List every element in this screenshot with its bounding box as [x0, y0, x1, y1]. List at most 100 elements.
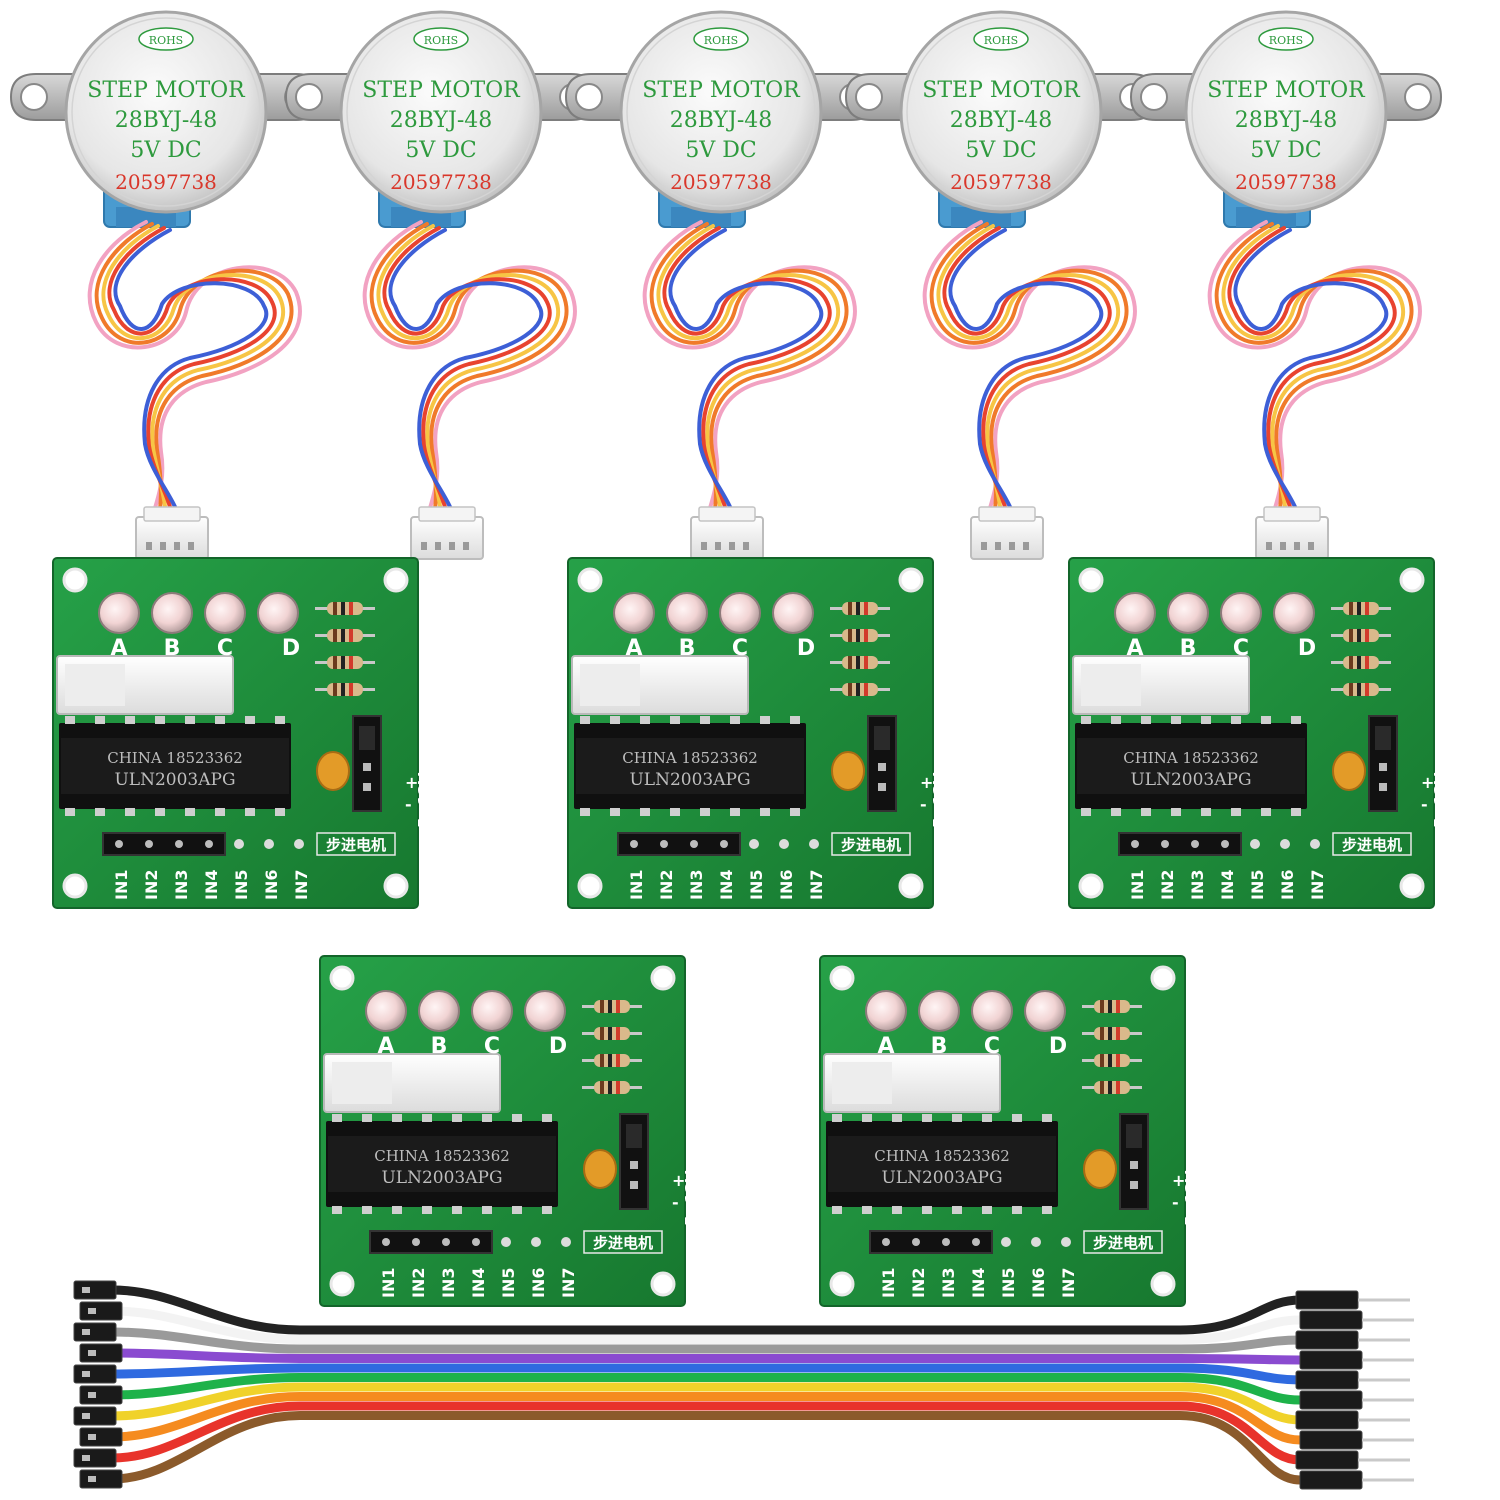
ribbon-wire [107, 1392, 1305, 1445]
male-connector [1295, 1330, 1410, 1350]
led-label-d: D [549, 1034, 567, 1059]
male-connector [1299, 1390, 1414, 1410]
stepper-motor-4: ROHS STEP MOTOR 28BYJ-48 5V DC 20597738 [844, 10, 1158, 561]
voltage-label: 5--12V [682, 1170, 700, 1226]
driver-board-1: A B C D CHINA 18523362 ULN2003APG + - 5-… [51, 556, 433, 910]
voltage-label: 5--12V [1182, 1170, 1200, 1226]
female-connector [79, 1385, 123, 1405]
male-connector [1299, 1470, 1414, 1490]
minus-label: - [405, 795, 412, 814]
motor-serial: 20597738 [670, 170, 772, 194]
board-cn-label: 步进电机 [326, 836, 386, 854]
input-label-in3: IN3 [1188, 870, 1207, 900]
plus-label: + [920, 773, 933, 792]
chip-marking-line2: ULN2003APG [381, 1168, 502, 1188]
jumper-ribbon-cable [73, 1280, 1414, 1490]
input-label-in4: IN4 [469, 1268, 488, 1298]
motor-label-line3: 5V DC [1250, 138, 1321, 163]
input-label-in2: IN2 [909, 1268, 928, 1298]
ribbon-wire [107, 1401, 1305, 1465]
input-label-in1: IN1 [112, 870, 131, 900]
input-label-in1: IN1 [879, 1268, 898, 1298]
led-label-a: A [110, 636, 127, 661]
led-label-b: B [431, 1034, 448, 1059]
input-label-in2: IN2 [657, 870, 676, 900]
plus-label: + [405, 773, 418, 792]
chip-marking-line1: CHINA 18523362 [1123, 749, 1259, 767]
voltage-label: 5--12V [930, 772, 948, 828]
input-label-in3: IN3 [687, 870, 706, 900]
board-cn-label: 步进电机 [1342, 836, 1402, 854]
minus-label: - [672, 1193, 679, 1212]
motor-label-line2: 28BYJ-48 [115, 108, 218, 133]
input-label-in5: IN5 [999, 1268, 1018, 1298]
motor-label-line3: 5V DC [685, 138, 756, 163]
input-label-in2: IN2 [409, 1268, 428, 1298]
led-label-c: C [1233, 636, 1249, 661]
input-label-in5: IN5 [747, 870, 766, 900]
driver-board-2: A B C D CHINA 18523362 ULN2003APG + - 5-… [566, 556, 948, 910]
input-label-in6: IN6 [1278, 870, 1297, 900]
ribbon-wire [107, 1411, 1305, 1485]
led-label-b: B [1180, 636, 1197, 661]
ribbon-female-connectors [73, 1280, 123, 1489]
stepper-motor-3: ROHS STEP MOTOR 28BYJ-48 5V DC 20597738 [564, 10, 878, 561]
ribbon-wire [107, 1327, 1305, 1354]
chip-marking-line1: CHINA 18523362 [622, 749, 758, 767]
chip-marking-line2: ULN2003APG [629, 770, 750, 790]
chip-marking-line2: ULN2003APG [1130, 770, 1251, 790]
input-label-in4: IN4 [1218, 870, 1237, 900]
input-label-in6: IN6 [1029, 1268, 1048, 1298]
chip-marking-line1: CHINA 18523362 [374, 1147, 510, 1165]
motor-serial: 20597738 [390, 170, 492, 194]
ribbon-wire [107, 1348, 1305, 1365]
motor-serial: 20597738 [115, 170, 217, 194]
chip-marking-line1: CHINA 18523362 [874, 1147, 1010, 1165]
minus-label: - [1421, 795, 1428, 814]
male-connector [1295, 1370, 1410, 1390]
ribbon-wire [107, 1382, 1305, 1425]
input-label-in3: IN3 [172, 870, 191, 900]
led-label-d: D [282, 636, 300, 661]
male-connector [1295, 1290, 1410, 1310]
ribbon-wire [107, 1363, 1305, 1385]
board-cn-label: 步进电机 [593, 1234, 653, 1252]
stepper-motor-2: ROHS STEP MOTOR 28BYJ-48 5V DC 20597738 [284, 10, 598, 561]
ribbon-wire [107, 1285, 1305, 1335]
rohs-badge: ROHS [984, 34, 1018, 47]
female-connector [79, 1343, 123, 1363]
rohs-badge: ROHS [424, 34, 458, 47]
input-label-in4: IN4 [717, 870, 736, 900]
motor-label-line3: 5V DC [965, 138, 1036, 163]
motor-label-line2: 28BYJ-48 [1235, 108, 1338, 133]
motor-label-line2: 28BYJ-48 [950, 108, 1053, 133]
plus-label: + [672, 1171, 685, 1190]
motor-label-line1: STEP MOTOR [87, 78, 246, 103]
motor-label-line3: 5V DC [405, 138, 476, 163]
led-label-c: C [484, 1034, 500, 1059]
motor-label-line1: STEP MOTOR [362, 78, 521, 103]
female-connector [73, 1406, 117, 1426]
female-connector [79, 1427, 123, 1447]
female-connector [73, 1322, 117, 1342]
driver-board-5: A B C D CHINA 18523362 ULN2003APG + - 5-… [818, 954, 1200, 1308]
motor-label-line3: 5V DC [130, 138, 201, 163]
male-connector [1295, 1450, 1410, 1470]
motor-label-line1: STEP MOTOR [642, 78, 801, 103]
stepper-motor-5: ROHS STEP MOTOR 28BYJ-48 5V DC 20597738 [1129, 10, 1443, 561]
chip-marking-line1: CHINA 18523362 [107, 749, 243, 767]
led-label-b: B [679, 636, 696, 661]
rohs-badge: ROHS [1269, 34, 1303, 47]
input-label-in3: IN3 [939, 1268, 958, 1298]
board-cn-label: 步进电机 [1093, 1234, 1153, 1252]
voltage-label: 5--12V [1431, 772, 1449, 828]
motor-label-line1: STEP MOTOR [1207, 78, 1366, 103]
chip-marking-line2: ULN2003APG [881, 1168, 1002, 1188]
input-label-in2: IN2 [1158, 870, 1177, 900]
input-label-in7: IN7 [1059, 1268, 1078, 1298]
ribbon-wire [107, 1373, 1305, 1405]
led-label-a: A [625, 636, 642, 661]
male-connector [1299, 1350, 1414, 1370]
led-label-a: A [877, 1034, 894, 1059]
